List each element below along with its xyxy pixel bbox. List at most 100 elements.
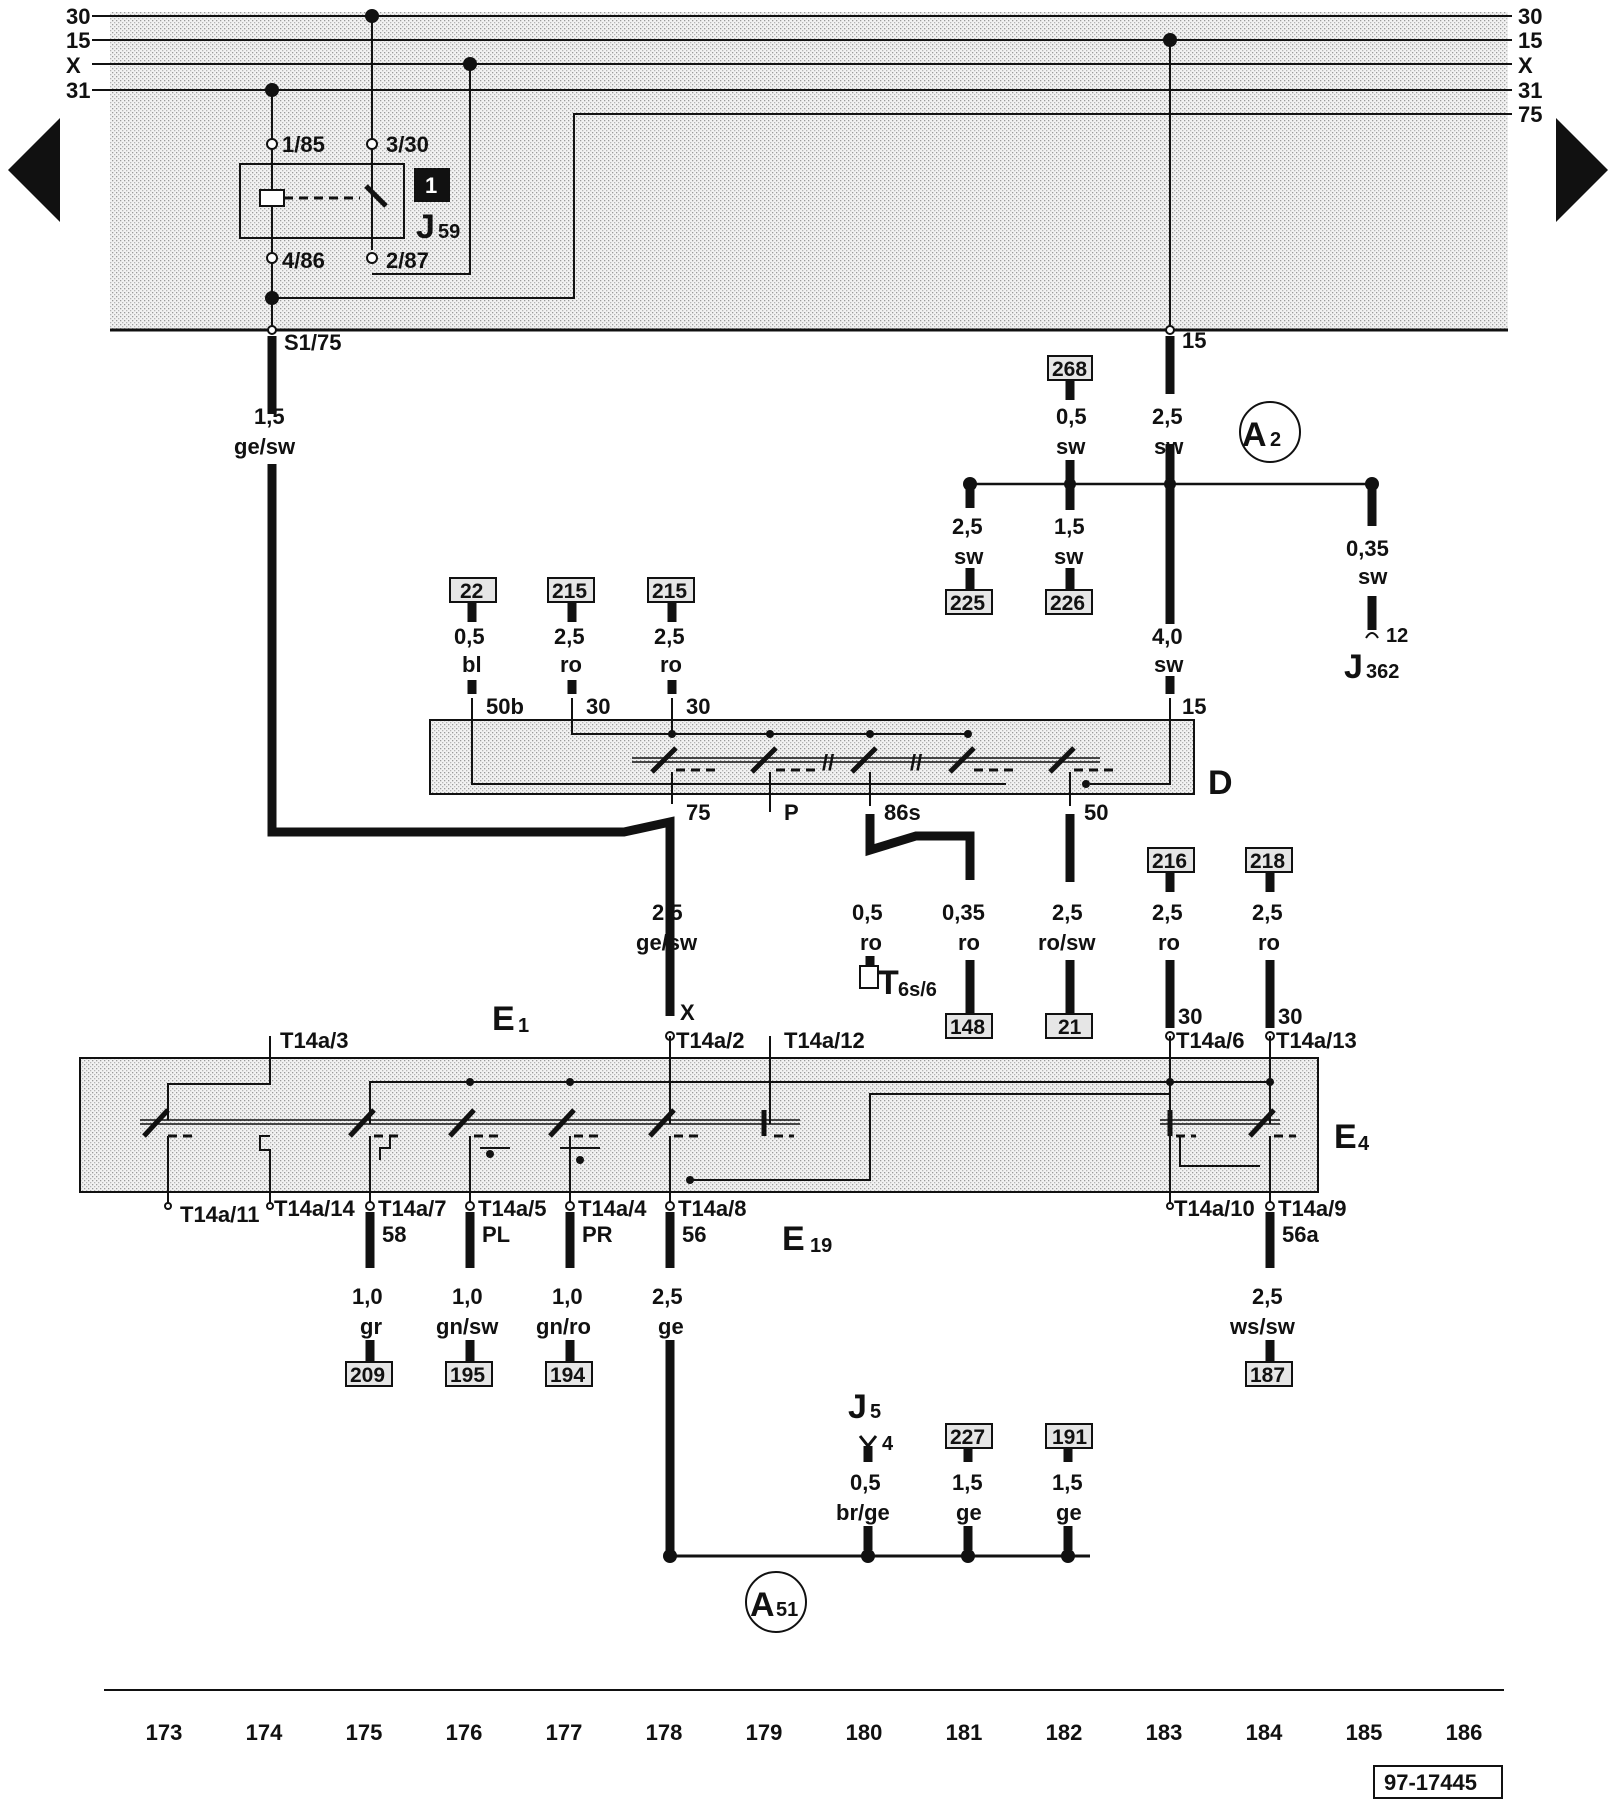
ref-box-187[interactable]: 187: [1245, 1361, 1293, 1387]
e1-term-x: X: [680, 1000, 695, 1025]
e1-term-t14a4: T14a/4: [578, 1196, 647, 1221]
wire-86s-b-color: ro: [958, 930, 980, 955]
svg-text:195: 195: [450, 1364, 485, 1387]
wire-s175-size: 1,5: [254, 404, 285, 429]
svg-text://: //: [910, 750, 922, 775]
grid-number: 176: [446, 1720, 483, 1745]
pin-3-30: 3/30: [386, 132, 429, 157]
wire-225-color: sw: [954, 544, 984, 569]
wire-22-size: 0,5: [454, 624, 485, 649]
wire-56a-size: 2,5: [1252, 1284, 1283, 1309]
switch-d-label: D: [1208, 764, 1233, 802]
wire-56a-color: ws/sw: [1229, 1314, 1296, 1339]
ref-box-21[interactable]: 21: [1045, 1013, 1093, 1039]
svg-text:6s/6: 6s/6: [898, 979, 937, 1001]
connector-a51[interactable]: A 51: [745, 1571, 807, 1633]
wire-268-size: 0,5: [1056, 404, 1087, 429]
svg-text:148: 148: [950, 1016, 985, 1039]
wire-j362-color: sw: [1358, 564, 1388, 589]
j362-pin: 12: [1386, 625, 1408, 647]
d-term-30b: 30: [686, 694, 710, 719]
wire-j5-size: 0,5: [850, 1470, 881, 1495]
e1-sub: 1: [518, 1015, 529, 1037]
svg-text:215: 215: [652, 580, 687, 603]
ref-box-226[interactable]: 226: [1045, 589, 1093, 615]
e1-term-t14a14: T14a/14: [274, 1196, 355, 1221]
ref-box-268[interactable]: 268: [1047, 355, 1093, 381]
wire-15-size: 2,5: [1152, 404, 1183, 429]
wire-j5-color: br/ge: [836, 1500, 890, 1525]
wire-58-color: gr: [360, 1314, 382, 1339]
j5-pin: 4: [882, 1433, 894, 1455]
connector-t6s[interactable]: T 6s/6: [859, 964, 937, 1002]
d-term-30a: 30: [586, 694, 610, 719]
wire-d15-size: 4,0: [1152, 624, 1183, 649]
ref-box-215a[interactable]: 215: [547, 577, 595, 603]
wire-15-color: sw: [1154, 434, 1184, 459]
wire-56-size: 2,5: [652, 1284, 683, 1309]
bus-left-15: 15: [66, 28, 90, 53]
grid-number: 181: [946, 1720, 983, 1745]
ref-box-209[interactable]: 209: [345, 1361, 393, 1387]
e1-func-pl: PL: [482, 1222, 510, 1247]
grid-number: 175: [346, 1720, 383, 1745]
ref-box-218[interactable]: 218: [1245, 847, 1293, 873]
wire-218-size: 2,5: [1252, 900, 1283, 925]
svg-text:191: 191: [1052, 1426, 1087, 1449]
ref-box-194[interactable]: 194: [545, 1361, 593, 1387]
arrow-left-icon[interactable]: [8, 118, 60, 222]
wire-268-color: sw: [1056, 434, 1086, 459]
e1-term-t14a3: T14a/3: [280, 1028, 349, 1053]
svg-text:226: 226: [1050, 592, 1085, 615]
ref-box-195[interactable]: 195: [445, 1361, 493, 1387]
wire-d15-color: sw: [1154, 652, 1184, 677]
d-term-p: P: [784, 800, 799, 825]
ref-box-216[interactable]: 216: [1147, 847, 1195, 873]
svg-text:227: 227: [950, 1426, 985, 1449]
wire-50-color: ro/sw: [1038, 930, 1096, 955]
ref-box-148[interactable]: 148: [945, 1013, 993, 1039]
e1-label: E: [492, 1000, 515, 1038]
svg-text:268: 268: [1052, 358, 1087, 381]
e1-term-t14a9: T14a/9: [1278, 1196, 1347, 1221]
e19-label: E: [782, 1220, 805, 1258]
wire-86s-b-size: 0,35: [942, 900, 985, 925]
pin-2-87: 2/87: [386, 248, 429, 273]
relay-panel: 30 15 X 31 30 15 X 31 75 1 J 59: [66, 4, 1542, 355]
light-switch-e1: E 1 E 4 E 19 T14a/3 X T14a/2 T14a/12 30 …: [79, 1000, 1370, 1258]
ref-box-22[interactable]: 22: [449, 577, 497, 603]
ref-box-215b[interactable]: 215: [647, 577, 695, 603]
svg-text:216: 216: [1152, 850, 1187, 873]
bus-left-x: X: [66, 53, 81, 78]
grid-number: 182: [1046, 1720, 1083, 1745]
e4-sub: 4: [1358, 1133, 1370, 1155]
svg-text:A: A: [1242, 416, 1267, 454]
wire-56-color: ge: [658, 1314, 684, 1339]
e1-term-t14a11: T14a/11: [180, 1202, 260, 1227]
d-term-86s: 86s: [884, 800, 921, 825]
bus-right-31: 31: [1518, 78, 1542, 103]
wire-22-color: bl: [462, 652, 482, 677]
wire-216-size: 2,5: [1152, 900, 1183, 925]
bus-right-x: X: [1518, 53, 1533, 78]
ignition-switch-d: 50b 30 30 15 // // D 75 P 86s 50: [429, 694, 1233, 825]
e1-term-t14a7: T14a/7: [378, 1196, 447, 1221]
ref-box-225[interactable]: 225: [945, 589, 993, 615]
connector-a2[interactable]: A 2: [1239, 401, 1301, 463]
arrow-right-icon[interactable]: [1556, 118, 1608, 222]
ref-box-227[interactable]: 227: [945, 1423, 993, 1449]
wire-75-size: 2,5: [652, 900, 683, 925]
e1-term-t14a5: T14a/5: [478, 1196, 547, 1221]
svg-text:187: 187: [1250, 1364, 1285, 1387]
grid-number: 180: [846, 1720, 883, 1745]
wire-191-size: 1,5: [1052, 1470, 1083, 1495]
wire-j362-size: 0,35: [1346, 536, 1389, 561]
e1-func-58: 58: [382, 1222, 406, 1247]
svg-text:51: 51: [776, 1599, 798, 1621]
wire-pr-size: 1,0: [552, 1284, 583, 1309]
ref-box-191[interactable]: 191: [1045, 1423, 1093, 1449]
svg-text:225: 225: [950, 592, 985, 615]
wire-215b-color: ro: [660, 652, 682, 677]
wire-86s-a-size: 0,5: [852, 900, 883, 925]
e1-term-30b: 30: [1278, 1004, 1302, 1029]
